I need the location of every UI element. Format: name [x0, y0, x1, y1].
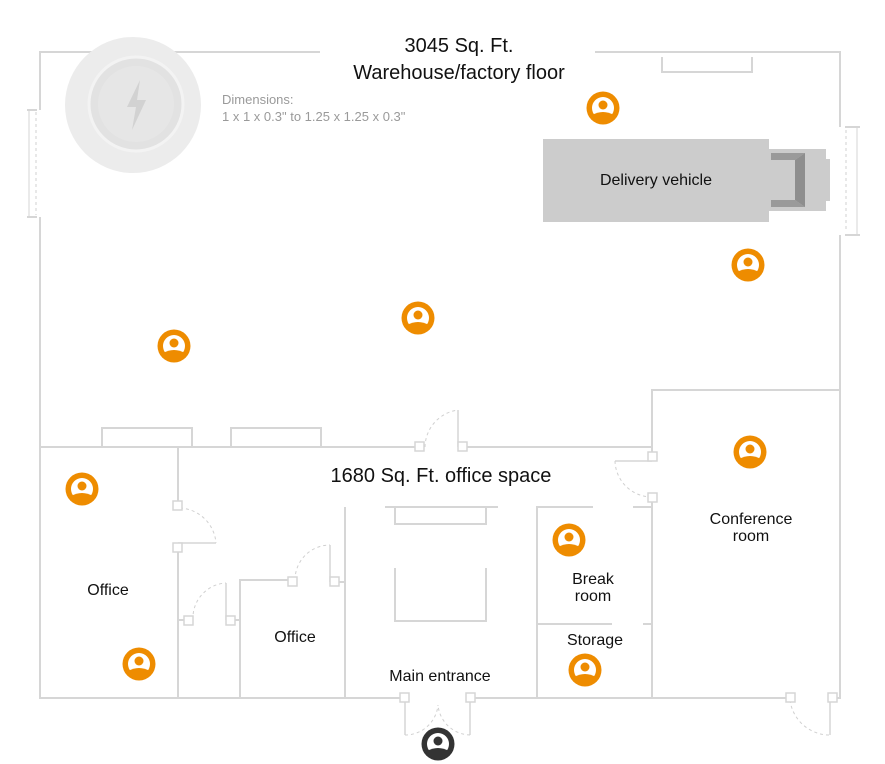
person-marker-icon — [586, 91, 620, 125]
person-marker-icon — [733, 435, 767, 469]
room-label-office: Office — [274, 629, 316, 646]
dimensions-label: Dimensions: — [222, 92, 294, 107]
delivery-vehicle — [543, 139, 830, 222]
room-label-office: Office — [87, 582, 129, 599]
vehicle-label: Delivery vehicle — [600, 172, 712, 189]
person-marker-icon — [731, 248, 765, 282]
room-label-conference: room — [733, 528, 769, 545]
door-hinges — [172, 441, 838, 703]
person-marker-icon — [401, 301, 435, 335]
person-marker-icon — [122, 647, 156, 681]
room-label-storage: Storage — [567, 632, 623, 649]
room-label-main-entrance: Main entrance — [389, 668, 490, 685]
walls — [27, 51, 860, 736]
warehouse-title: Warehouse/factory floor — [353, 62, 565, 84]
room-label-break-room: Break — [572, 571, 615, 588]
lightning-puck-icon — [65, 37, 201, 173]
warehouse-area: 3045 Sq. Ft. — [405, 35, 514, 57]
person-marker-icon — [65, 472, 99, 506]
office-space-title: 1680 Sq. Ft. office space — [331, 465, 552, 487]
person-marker-icon — [421, 727, 455, 761]
person-marker-icon — [552, 523, 586, 557]
room-label-break-room: room — [575, 588, 611, 605]
room-label-conference: Conference — [710, 511, 793, 528]
dimensions-value: 1 x 1 x 0.3" to 1.25 x 1.25 x 0.3" — [222, 109, 406, 124]
person-marker-icon — [568, 653, 602, 687]
person-marker-icon — [157, 329, 191, 363]
